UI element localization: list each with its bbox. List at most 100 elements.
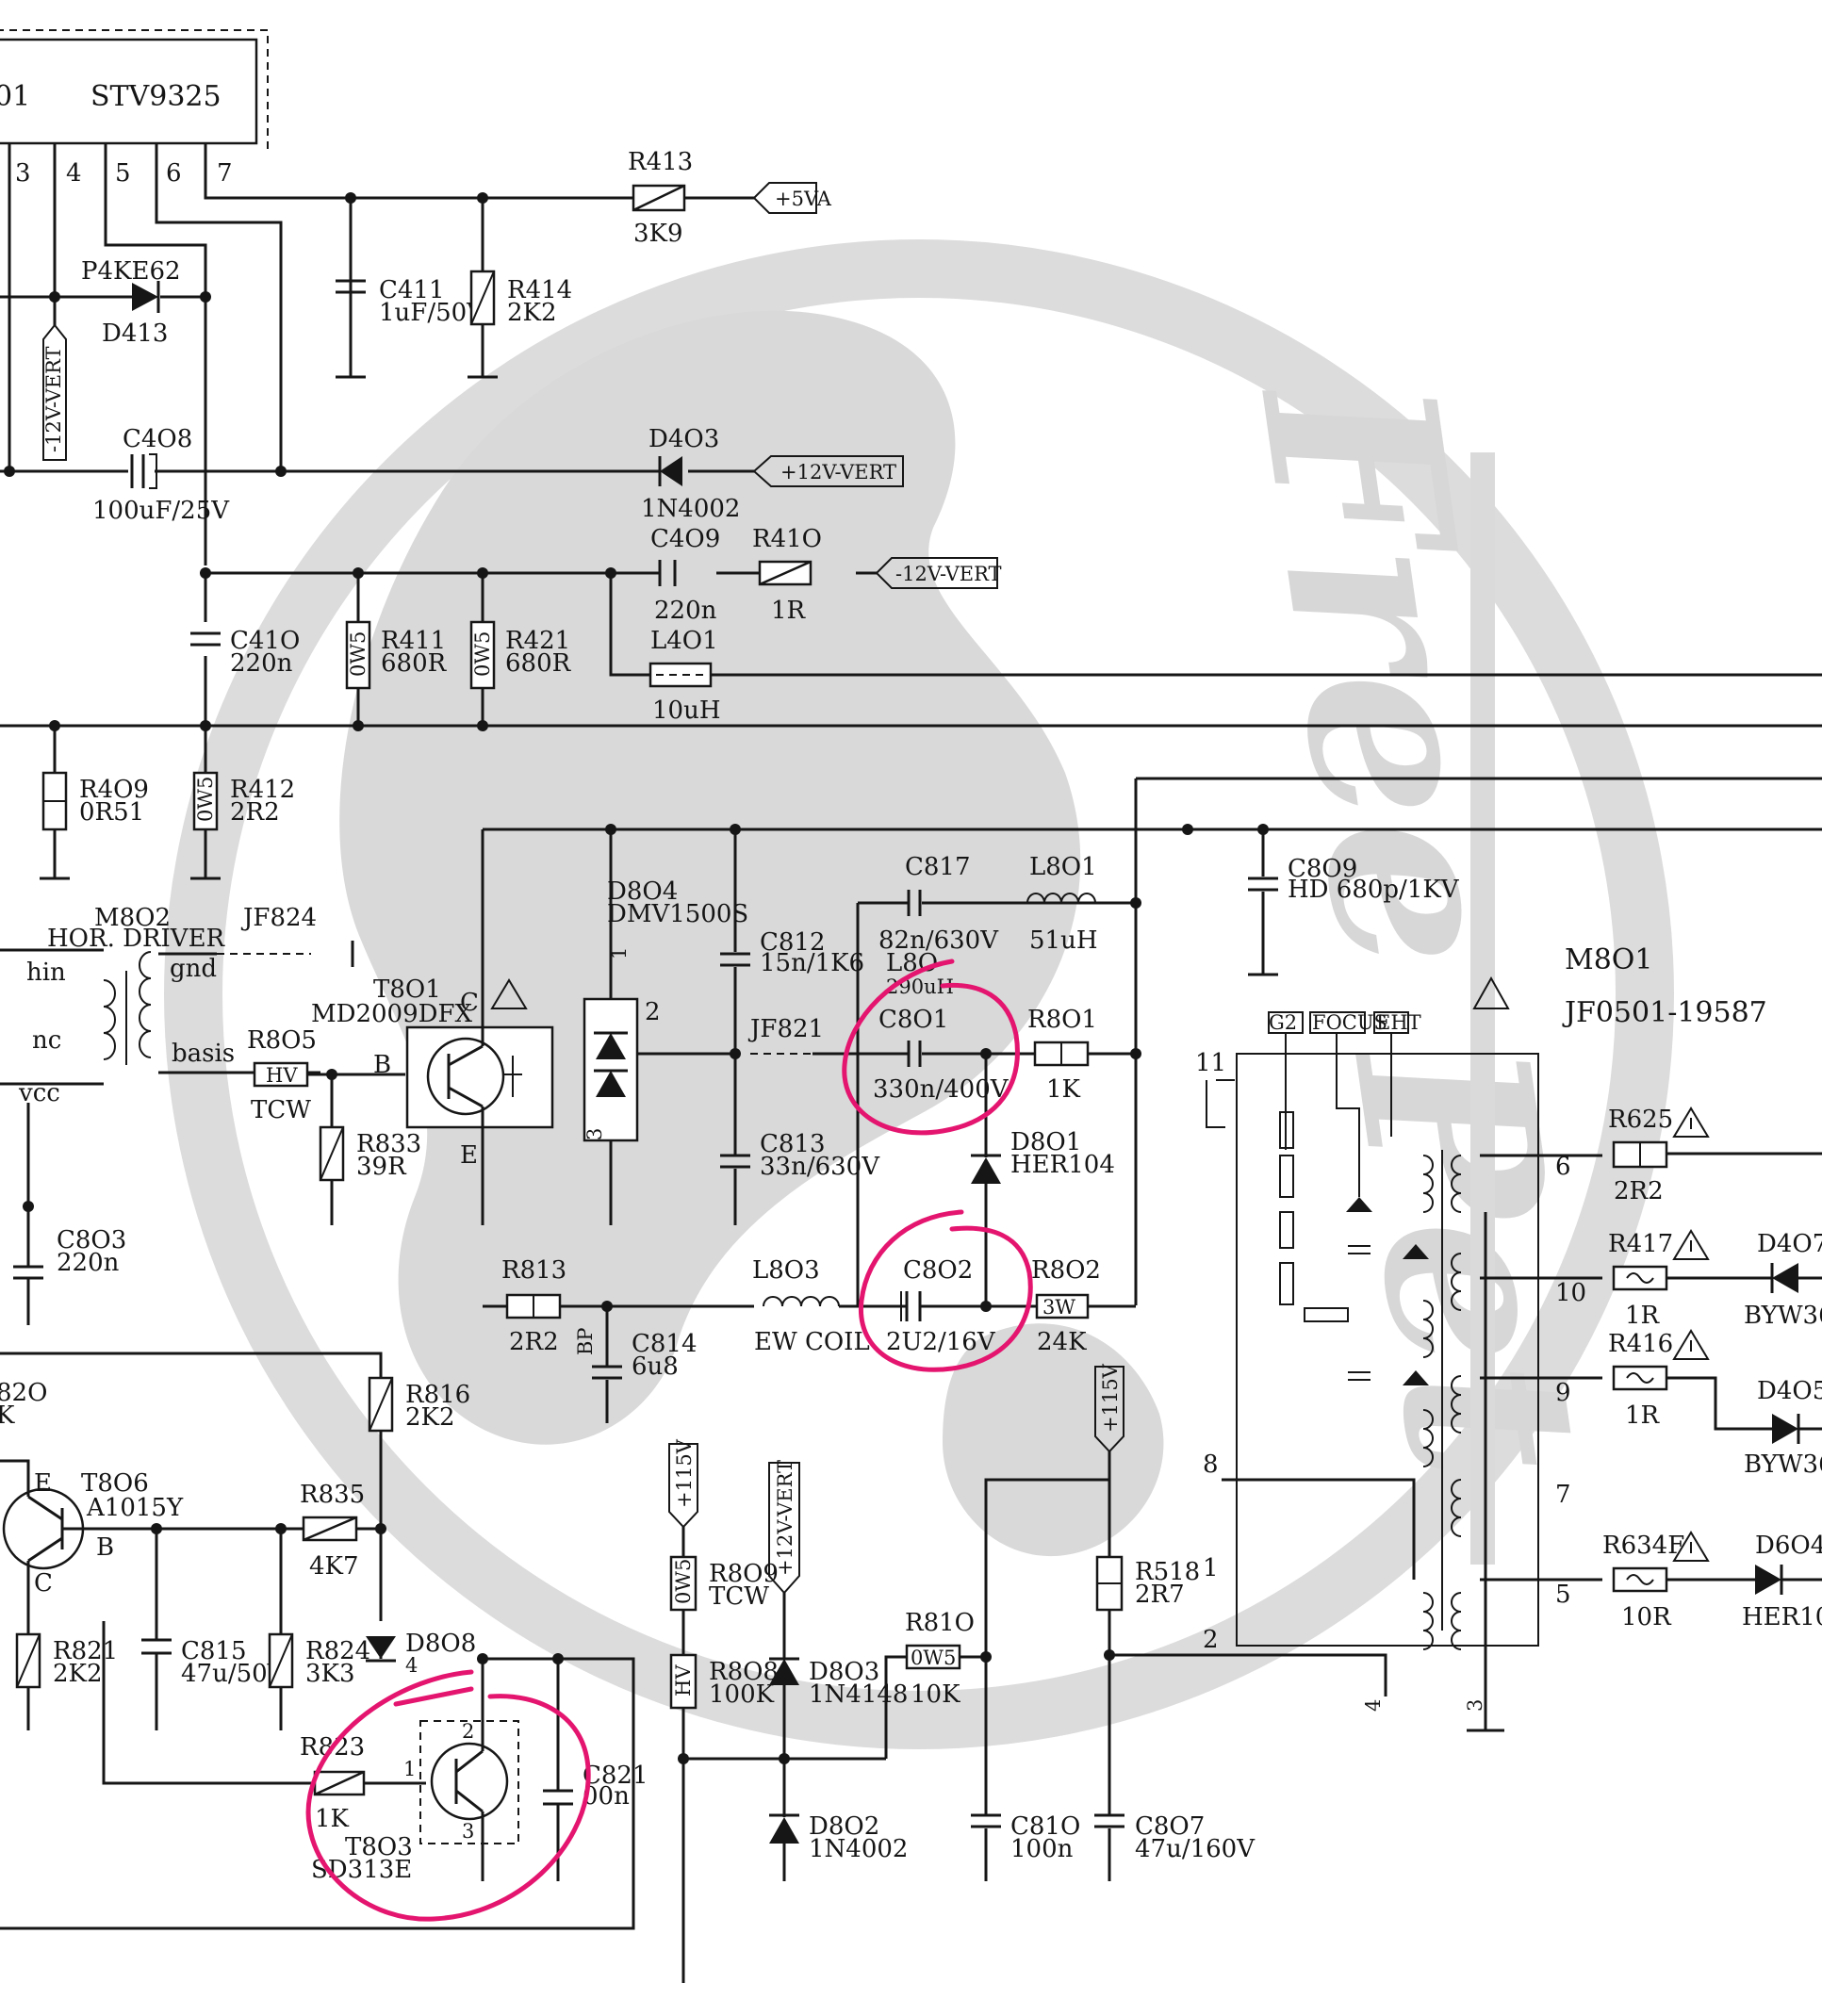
t801-value: MD2009DFX [311,1000,473,1028]
t803-pin-2: 2 [462,1720,474,1743]
c809: C8O9 HD 680p/1KV [1248,829,1460,976]
fbt-label-g2: G2 [1269,1011,1297,1034]
c821-ref: C821 [583,1762,648,1790]
d413-ref: D413 [102,320,168,348]
r411-value: 680R [381,649,448,678]
m801-ref: M8O1 [1565,943,1653,976]
r835-value: 4K7 [309,1552,359,1581]
supply-115v-b-label: +115V [1099,1363,1122,1433]
ic-partial-ref: 01 [0,80,30,113]
c408-value: 100uF/25V [92,497,230,525]
d405: D4O5 BYW36 [1744,1377,1822,1479]
r809: 0W5 R8O9 TCW [669,1555,779,1655]
fbt-pin-11: 11 [1195,1049,1226,1077]
d803-value: 1N4148 [809,1680,908,1709]
r634f: R634F 10R [1602,1532,1755,1631]
r835-ref: R835 [300,1481,365,1509]
d405-ref: D4O5 [1757,1377,1822,1405]
r802: 3W R8O2 24K [1031,1256,1136,1356]
m802-pin-nc: nc [32,1026,61,1055]
r421: 0W5 R421 680R [469,620,572,690]
r625: R625 2R2 [1608,1106,1822,1205]
c812-ref: C812 [760,928,826,957]
fbt-label-focus: FOCUS [1312,1011,1387,1034]
c813-ref: C813 [760,1130,826,1158]
r820-value: K [0,1401,15,1430]
t801-pin-e: E [460,1141,478,1170]
c817-ref: C817 [905,853,971,881]
c409-ref: C4O9 [650,525,720,553]
r802-value: 24K [1037,1328,1087,1356]
c410: C41O 220n [190,627,300,678]
supply-5va-label: +5VA [775,188,832,210]
supply-p12v-label: +12V-VERT [780,461,896,484]
r813: R813 2R2 [483,1256,754,1356]
c821: C821 00n [0,1657,648,1930]
r833-ref: R833 [356,1130,421,1158]
r808-mark: HV [672,1664,695,1696]
c814-ref: C814 [632,1330,698,1358]
supply-p12v-rot-label: +12V-VERT [774,1460,796,1576]
c408: C4O8 100uF/25V [92,425,230,525]
r625-value: 2R2 [1614,1177,1664,1205]
d604: D6O4 HER104 [1742,1532,1822,1631]
r409: R4O9 0R51 [40,771,149,880]
r412-value: 2R2 [230,798,280,827]
ic-pin-6: 6 [166,159,182,188]
r417-ref: R417 [1608,1230,1673,1258]
m802-driver: M8O2 HOR. DRIVER hin nc vcc gnd basis [0,904,320,1107]
c411-value: 1uF/50V [379,299,485,327]
c815: C815 47u/50V [141,1529,287,1730]
supply-115v-a: +115V [668,1438,698,1557]
supply-115v-b: +115V [1094,1363,1124,1557]
c410-value: 220n [230,649,293,678]
d407-value: BYW36 [1744,1302,1822,1330]
junctions [4,192,1269,1764]
r411-ref: R411 [381,627,446,655]
d407: D4O7 BYW36 [1744,1230,1822,1330]
d803: D8O3 1N4148 [769,1657,908,1817]
highlight-circle-t803 [305,1669,591,1922]
d802: D8O2 1N4002 [769,1812,908,1881]
fbt-pin-3: 3 [1464,1699,1486,1712]
l801-value: 51uH [1029,926,1098,955]
c812: C812 15n/1K6 [720,829,864,1054]
ic-pin-3: 3 [15,159,31,188]
c411-ref: C411 [379,276,445,304]
wires [0,143,1822,1305]
t806-value: A1015Y [86,1494,184,1522]
supply-m12v-label: -12V-VERT [895,563,1002,585]
fbt-pin-9: 9 [1555,1379,1571,1407]
r412: 0W5 R412 2R2 [190,771,295,880]
d808-value: 4 [405,1654,418,1677]
c807-value: 47u/160V [1135,1835,1256,1863]
t803: R823 1K T8O3 SD313E 1 2 3 [102,1621,519,1884]
c409-value: 220n [654,597,717,625]
c803-ref: C8O3 [57,1226,126,1254]
d413: P4KE62 D413 [81,257,181,348]
r518-value: 2R7 [1135,1581,1185,1609]
jf821: JF821 [747,1015,858,1056]
r416-value: 1R [1625,1401,1661,1430]
m802-pin-basis: basis [172,1040,235,1068]
r417: R417 1R [1608,1230,1772,1330]
d804: D8O4 DMV1500S 1 2 3 [583,829,748,1225]
r816-ref: R816 [405,1381,470,1409]
highlight-circle-c801 [842,959,1020,1136]
jf824: JF824 [217,904,354,967]
r810-ref: R81O [905,1609,975,1637]
d804-pin-2: 2 [645,998,661,1026]
d803-ref: D8O3 [809,1658,879,1686]
jf824-ref: JF824 [240,904,317,932]
r413-value: 3K9 [633,220,683,248]
c802: C8O2 2U2/16V [886,1256,1037,1356]
c817-value: 82n/630V [878,926,999,955]
r805-value: TCW [251,1096,311,1124]
m802-pin-hin: hin [26,959,66,987]
r824: R824 3K3 [268,1529,370,1730]
t801-pin-c: C [460,989,479,1017]
fbt-pin-4: 4 [1362,1699,1385,1712]
c801-value: 330n/400V [873,1075,1009,1104]
c809-value: HD 680p/1KV [1288,876,1460,904]
